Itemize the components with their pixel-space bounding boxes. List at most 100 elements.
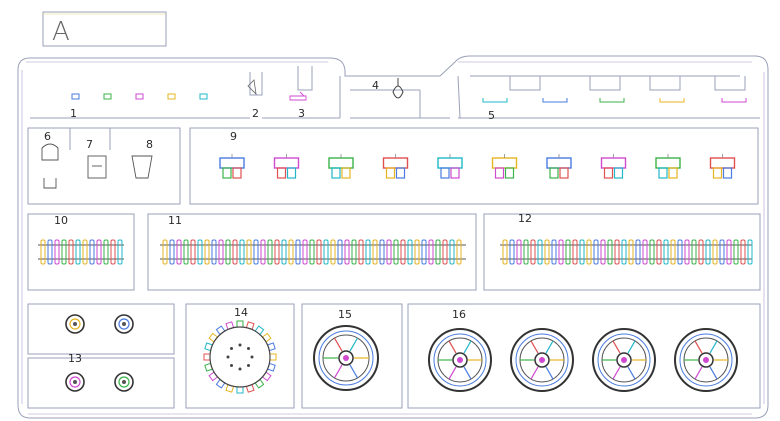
part-5-brackets [470,75,747,103]
track-link-icon [600,239,606,265]
track-link-icon [103,239,109,265]
track-link-icon [204,239,210,265]
track-link-icon [281,239,287,265]
track-link-icon [379,239,385,265]
part-label-4: 4 [372,79,379,92]
track-link-icon [544,239,550,265]
bracket-icon [659,98,685,103]
track-link-icon [614,239,620,265]
part-label-12: 12 [518,212,532,225]
part-10-track [38,239,124,265]
track-link-icon [246,239,252,265]
part-3-icon [289,91,307,101]
track-link-icon [655,154,681,179]
track-link-icon [40,239,46,265]
part-8-icon [131,155,153,179]
part-label-16: 16 [452,308,466,321]
track-link-icon [572,239,578,265]
track-link-icon [593,239,599,265]
part-labels: 1 2 3 4 5 6 7 8 9 10 11 12 13 14 15 16 [44,79,532,365]
track-link-icon [747,239,753,265]
track-link-icon [621,239,627,265]
part-16-wheels [428,328,738,392]
track-link-icon [586,239,592,265]
track-link-icon [273,154,300,179]
track-link-icon [239,239,245,265]
track-link-icon [709,154,736,179]
track-link-icon [232,239,238,265]
track-link-icon [351,239,357,265]
track-link-icon [442,239,448,265]
track-link-icon [260,239,266,265]
road-wheel-icon [674,328,738,392]
track-link-icon [607,239,613,265]
track-link-icon [491,154,518,179]
bracket-icon [542,98,568,103]
track-link-icon [117,239,123,265]
part-13-hubs [65,314,134,392]
track-link-icon [183,239,189,265]
track-link-icon [449,239,455,265]
part-1-pins [71,93,208,100]
track-link-icon [628,239,634,265]
part-label-10: 10 [54,214,68,227]
track-link-icon [509,239,515,265]
track-link-icon [68,239,74,265]
track-link-icon [110,239,116,265]
part-label-5: 5 [488,109,495,122]
track-row [27,213,761,291]
track-link-icon [530,239,536,265]
track-link-icon [393,239,399,265]
track-link-icon [169,239,175,265]
track-link-icon [274,239,280,265]
track-link-icon [309,239,315,265]
road-wheel-icon [114,372,134,392]
road-wheel-icon [313,325,379,391]
track-link-icon [176,239,182,265]
track-link-icon [516,239,522,265]
track-link-icon [565,239,571,265]
part-4-icon [392,78,404,99]
track-link-icon [190,239,196,265]
track-link-icon [61,239,67,265]
track-link-icon [197,239,203,265]
track-link-icon [670,239,676,265]
sprocket-icon [203,320,277,394]
part-label-13: 13 [68,352,82,365]
track-link-icon [712,239,718,265]
part-label-3: 3 [298,107,305,120]
bracket-icon [721,98,747,103]
track-link-icon [435,239,441,265]
track-link-icon [75,239,81,265]
track-link-icon [600,154,627,179]
track-link-icon [386,239,392,265]
sprue-letter: A [52,17,70,47]
track-link-icon [642,239,648,265]
part-label-2: 2 [252,107,259,120]
track-link-icon [400,239,406,265]
track-link-icon [382,154,409,179]
track-link-icon [414,239,420,265]
track-link-icon [656,239,662,265]
track-link-icon [372,239,378,265]
track-link-icon [546,154,572,179]
track-link-icon [295,239,301,265]
road-wheel-icon [428,328,492,392]
track-link-icon [649,239,655,265]
part-11-track [160,239,466,265]
part-label-11: 11 [168,214,182,227]
bracket-icon [482,98,508,103]
track-link-icon [502,239,508,265]
track-link-icon [428,239,434,265]
track-link-icon [89,239,95,265]
road-wheel-icon [592,328,656,392]
track-link-icon [344,239,350,265]
part-label-8: 8 [146,138,153,151]
part-label-14: 14 [234,306,248,319]
track-link-icon [219,154,245,179]
track-link-icon [421,239,427,265]
track-link-icon [551,239,557,265]
track-link-icon [365,239,371,265]
track-link-icon [330,239,336,265]
